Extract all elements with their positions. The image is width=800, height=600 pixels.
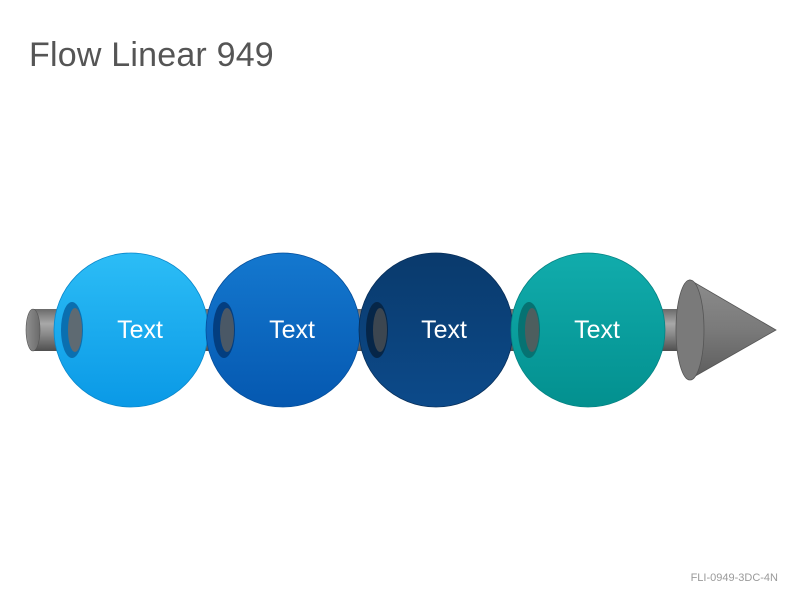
pipe-hole-inner [373, 308, 387, 352]
pipe-hole-inner [525, 308, 539, 352]
page-title: Flow Linear 949 [29, 36, 274, 74]
step-circle [510, 252, 666, 408]
arrow-cone-base [675, 279, 705, 381]
step-label: Text [269, 316, 315, 344]
pipe-end-cap [25, 308, 41, 352]
step-3: Text [358, 252, 514, 408]
pipe-hole-inner [220, 308, 234, 352]
step-label: Text [117, 316, 163, 344]
step-4: Text [510, 252, 666, 408]
arrow-head [675, 279, 777, 381]
step-label: Text [574, 316, 620, 344]
step-label: Text [421, 316, 467, 344]
step-1: Text [53, 252, 209, 408]
diagram-code: FLI-0949-3DC-4N [690, 572, 778, 584]
step-2: Text [205, 252, 361, 408]
pipe-hole-inner [68, 308, 82, 352]
